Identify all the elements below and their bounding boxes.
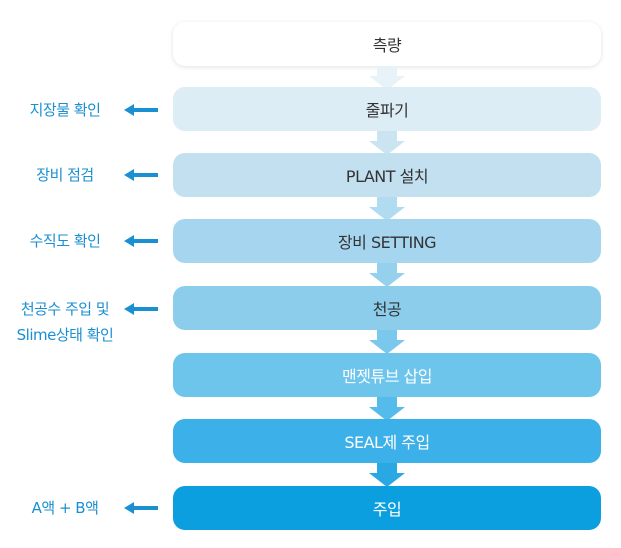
flow-arrow-icon <box>369 463 405 487</box>
note-mix-a-b: A액 + B액 <box>31 499 99 517</box>
left-arrow-icon <box>124 169 158 181</box>
step-injection: 주입 <box>173 486 601 530</box>
flow-arrow-icon <box>369 263 405 287</box>
step-manchette-tube-insert: 맨젯튜브 삽입 <box>173 353 601 397</box>
note-verticality-check: 수직도 확인 <box>29 232 101 250</box>
step-label: 맨젯튜브 삽입 <box>342 367 432 386</box>
step-trenching: 줄파기 <box>173 87 601 131</box>
left-arrow-icon <box>124 235 158 247</box>
step-label: 측량 <box>372 36 402 55</box>
step-label: 장비 SETTING <box>337 233 437 252</box>
step-label: 주입 <box>372 500 402 519</box>
flow-arrow-icon <box>369 131 405 155</box>
left-arrow-icon <box>124 104 158 116</box>
flow-arrow-icon <box>369 397 405 421</box>
flow-arrow-icon <box>369 197 405 221</box>
step-equipment-setting: 장비 SETTING <box>173 219 601 263</box>
step-drilling: 천공 <box>173 286 601 330</box>
note-equipment-inspection: 장비 점검 <box>36 166 94 184</box>
step-plant-install: PLANT 설치 <box>173 153 601 197</box>
step-label: SEAL제 주입 <box>344 433 430 452</box>
step-label: PLANT 설치 <box>345 167 429 186</box>
note-slime-check: Slime상태 확인 <box>16 326 114 344</box>
step-seal-injection: SEAL제 주입 <box>173 419 601 463</box>
flow-arrow-icon <box>369 66 405 90</box>
left-arrow-icon <box>124 502 158 514</box>
left-arrow-icon <box>124 303 158 315</box>
step-label: 천공 <box>372 300 402 319</box>
flow-arrow-icon <box>369 330 405 354</box>
step-survey: 측량 <box>173 22 601 66</box>
note-drilling-water: 천공수 주입 및 <box>20 300 110 318</box>
step-label: 줄파기 <box>365 101 409 120</box>
note-obstacle-check: 지장물 확인 <box>29 101 101 119</box>
